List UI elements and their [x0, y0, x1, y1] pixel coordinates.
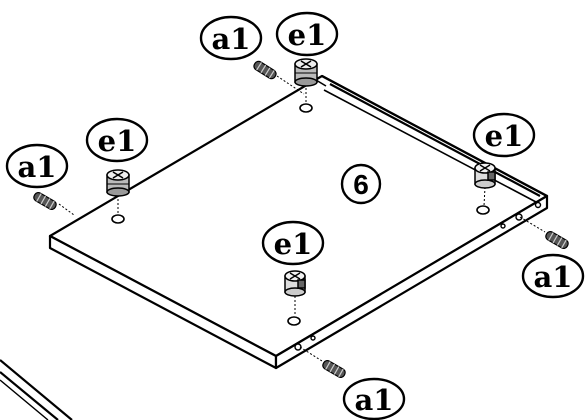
- board-top-face: [48, 74, 549, 358]
- board-panel-6: [48, 74, 549, 370]
- callout-e1-center: e1: [261, 220, 325, 266]
- groove-line: [323, 89, 537, 203]
- callout-a1-left: a1: [5, 143, 69, 189]
- callout-text: a1: [534, 260, 573, 294]
- cam-hole: [111, 214, 125, 224]
- dowel-icon: [322, 359, 346, 379]
- callout-text: e1: [485, 119, 524, 153]
- cam-hole: [476, 205, 490, 215]
- groove-line: [321, 75, 548, 197]
- callout-e1-left: e1: [85, 117, 149, 163]
- cam-lock-icon: [294, 58, 318, 87]
- dowel-icon: [545, 230, 569, 250]
- edge-holes: [294, 201, 542, 351]
- cam-lock-icon: [284, 270, 306, 297]
- callout-a1-bottom: a1: [342, 377, 406, 420]
- cam-hole: [299, 103, 313, 113]
- guide-lines: [58, 75, 546, 362]
- callout-text: e1: [98, 124, 137, 158]
- callout-a1-right: a1: [521, 253, 585, 299]
- dowels: [33, 60, 569, 379]
- callout-labels: a1 e1 a1 e1 e1 e1 a1: [5, 11, 585, 420]
- lower-board-fragment: [0, 359, 73, 420]
- callout-text: a1: [355, 383, 394, 417]
- callout-e1-top: e1: [275, 11, 339, 57]
- groove-line: [329, 83, 541, 197]
- cam-lock-icon: [106, 169, 130, 197]
- callout-text: e1: [274, 227, 313, 261]
- panel-number-badge: 6: [340, 163, 382, 205]
- board-holes: [111, 103, 490, 326]
- cam-hole: [287, 316, 301, 326]
- callout-text: a1: [212, 22, 251, 56]
- callout-a1-top: a1: [199, 15, 263, 61]
- dowel-icon: [33, 191, 57, 211]
- panel-number: 6: [353, 169, 369, 200]
- board-right-edge: [274, 194, 549, 370]
- callout-text: a1: [18, 150, 57, 184]
- callout-e1-right: e1: [472, 112, 536, 158]
- callout-text: e1: [288, 18, 327, 52]
- cam-lock-icon: [474, 162, 496, 189]
- dowel-icon: [253, 60, 277, 80]
